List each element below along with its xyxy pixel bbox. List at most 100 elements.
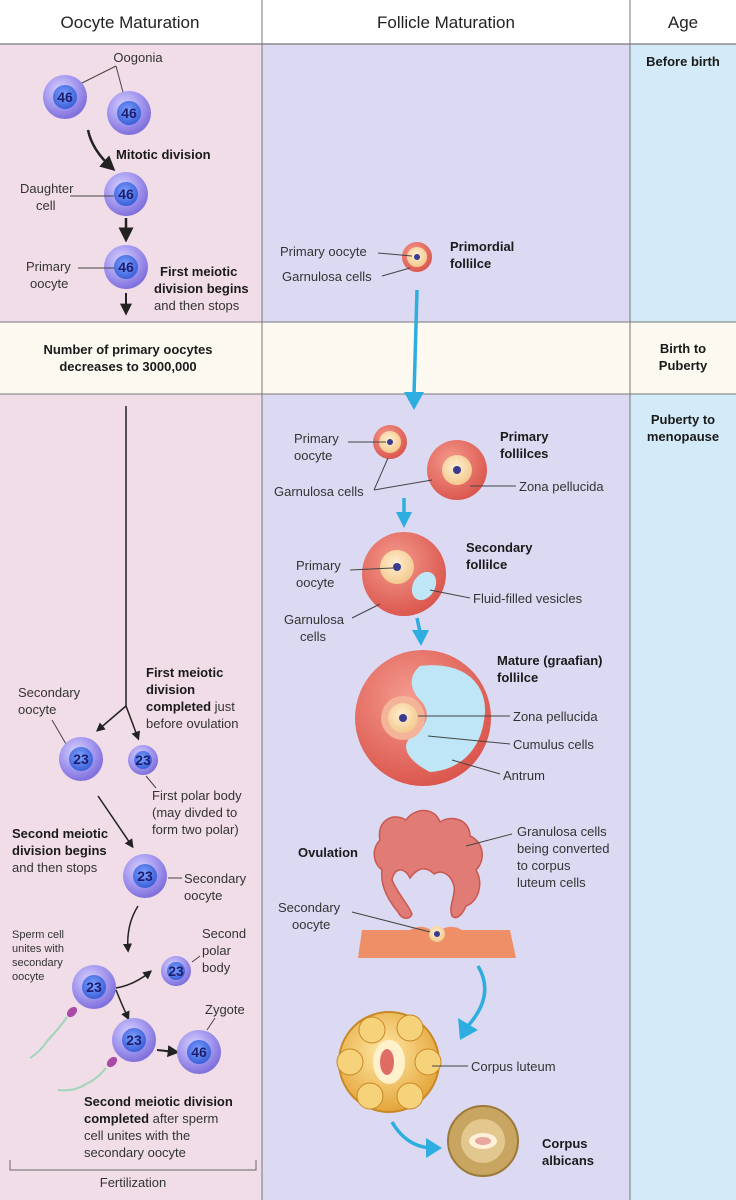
label-antrum: Antrum [503,768,545,783]
label-fmd-2: division begins [154,281,249,296]
label-secondary-po-2: oocyte [296,575,334,590]
label-fmc-3: completed just [146,699,235,714]
svg-text:23: 23 [135,752,151,768]
label-smc-1: Second meiotic division [84,1094,233,1109]
oogonium-cell-1: 46 [43,75,87,119]
label-secondary-f-2: follilce [466,557,507,572]
secondary-follicle [362,532,446,616]
svg-text:23: 23 [168,963,184,979]
primary-follicle-large [427,440,487,500]
label-fmc-1: First meiotic [146,665,223,680]
label-smd-2: division begins [12,843,107,858]
label-ovulated-oocyte-1: Secondary [278,900,341,915]
corpus-luteum [336,1011,442,1113]
label-granulosa-3: to corpus [517,858,571,873]
birth-band [0,322,736,394]
svg-text:23: 23 [137,868,153,884]
fertilization-bracket [9,1160,257,1171]
primary-follicle-small [373,425,407,459]
label-sperm-2: unites with [12,943,64,955]
label-primary-f-2: follilces [500,446,548,461]
label-primary-f-1: Primary [500,429,549,444]
label-spb-3: body [202,960,231,975]
label-primary-oocyte-1: Primary [26,259,71,274]
svg-text:46: 46 [118,186,134,202]
label-secondary-oocyte-1: Secondary [18,685,81,700]
svg-text:46: 46 [57,89,73,105]
ootid-cell: 23 [112,1018,156,1062]
mature-graafian-follicle [355,650,491,786]
label-smd-1: Second meiotic [12,826,108,841]
label-primary-zona: Zona pellucida [519,479,604,494]
secondary-oocyte-cell-2: 23 [123,854,167,898]
label-secondary-gc-1: Garnulosa [284,612,345,627]
label-smd-3: and then stops [12,860,98,875]
label-primary-po-2: oocyte [294,448,332,463]
secondary-oocyte-cell: 23 [59,737,103,781]
corpus-albicans [447,1105,519,1177]
fertilized-oocyte-cell: 23 [72,965,116,1009]
label-primary-oocyte-2: oocyte [30,276,68,291]
svg-text:23: 23 [73,751,89,767]
label-smc-4: secondary oocyte [84,1145,186,1160]
label-fluid: Fluid-filled vesicles [473,591,583,606]
label-mature-2: follilce [497,670,538,685]
label-granulosa-4: luteum cells [517,875,586,890]
arrow-mitotic [86,129,116,172]
sperm-1 [29,1006,78,1059]
label-primordial-1: Primordial [450,239,514,254]
ruptured-follicle [373,809,483,919]
label-fpb-3: form two polar) [152,822,239,837]
svg-text:23: 23 [86,979,102,995]
label-primordial-gc: Garnulosa cells [282,269,372,284]
age-birth-puberty-2: Puberty [659,358,708,373]
second-polar-body: 23 [161,956,191,986]
label-secondary-gc-2: cells [300,629,327,644]
label-primary-gc: Garnulosa cells [274,484,364,499]
label-sperm-3: secondary [12,957,63,969]
label-smc-3: cell unites with the [84,1128,190,1143]
label-primordial-po: Primary oocyte [280,244,367,259]
age-before-birth: Before birth [646,54,720,69]
age-puberty-menopause-2: menopause [647,429,719,444]
label-mitotic: Mitotic division [116,147,211,162]
label-fmd-1: First meiotic [160,264,237,279]
header-row [0,0,736,44]
age-puberty-menopause-1: Puberty to [651,412,715,427]
oogonium-cell-2: 46 [107,91,151,135]
svg-text:23: 23 [126,1032,142,1048]
label-granulosa-1: Granulosa cells [517,824,607,839]
label-mature-1: Mature (graafian) [497,653,602,668]
primordial-follicle [402,242,432,272]
label-oogonia: Oogonia [113,50,163,65]
label-daughter-1: Daughter [20,181,74,196]
label-albicans-1: Corpus [542,1136,588,1151]
follicle-column-bg [262,0,630,1200]
label-cumulus: Cumulus cells [513,737,594,752]
label-fmd-3: and then stops [154,298,240,313]
daughter-cell: 46 [104,172,148,216]
age-birth-puberty-1: Birth to [660,341,706,356]
sperm-2 [57,1056,118,1092]
label-fertilization: Fertilization [100,1175,166,1190]
label-fmc-2: division [146,682,195,697]
label-ovulated-oocyte-2: oocyte [292,917,330,932]
svg-text:46: 46 [191,1044,207,1060]
label-primordial-2: follilce [450,256,491,271]
label-secondary-2-1: Secondary [184,871,247,886]
age-column-bg [630,0,736,1200]
primary-oocyte-cell: 46 [104,245,148,289]
header-oocyte: Oocyte Maturation [61,13,200,32]
label-spb-2: polar [202,943,232,958]
svg-text:46: 46 [121,105,137,121]
zygote-cell: 46 [177,1030,221,1074]
label-spb-1: Second [202,926,246,941]
label-daughter-2: cell [36,198,56,213]
label-secondary-oocyte-2: oocyte [18,702,56,717]
ovary-surface [358,926,516,958]
label-albicans-2: albicans [542,1153,594,1168]
label-granulosa-2: being converted [517,841,610,856]
header-follicle: Follicle Maturation [377,13,515,32]
